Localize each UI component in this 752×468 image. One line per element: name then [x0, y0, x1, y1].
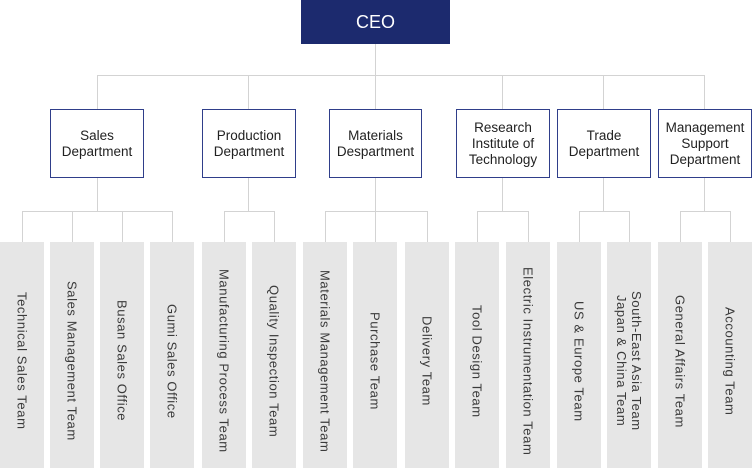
team-box-accounting: Accounting Team [708, 242, 752, 468]
dept-box-production: Production Department [202, 109, 296, 178]
dept-label-production: Production Department [213, 127, 285, 159]
team-box-asia-japan-china: South-East Asia Team Japan & China Team [607, 242, 651, 468]
team-label-electric-instrumentation: Electric Instrumentation Team [520, 266, 536, 456]
team-box-materials-management: Materials Management Team [303, 242, 347, 468]
team-label-delivery: Delivery Team [419, 316, 435, 406]
team-box-busan-sales: Busan Sales Office [100, 242, 144, 468]
team-label-sales-management: Sales Management Team [64, 281, 80, 441]
team-label-accounting: Accounting Team [722, 306, 738, 416]
ceo-label: CEO [355, 11, 395, 32]
team-label-gumi-sales: Gumi Sales Office [164, 303, 180, 419]
team-label-asia-japan-china: South-East Asia Team Japan & China Team [614, 291, 644, 431]
team-label-purchase: Purchase Team [367, 312, 383, 410]
team-box-tool-design: Tool Design Team [455, 242, 499, 468]
dept-box-sales: Sales Department [50, 109, 144, 178]
team-label-manufacturing-process: Manufacturing Process Team [216, 269, 232, 453]
team-label-tool-design: Tool Design Team [469, 304, 485, 418]
dept-label-management: Management Support Department [665, 119, 745, 167]
dept-label-materials: Materials Despartment [336, 127, 415, 159]
team-label-quality-inspection: Quality Inspection Team [266, 284, 282, 438]
ceo-box: CEO [301, 0, 450, 44]
team-label-materials-management: Materials Management Team [317, 269, 333, 453]
dept-label-research: Research Institute of Technology [468, 119, 538, 167]
dept-box-research: Research Institute of Technology [456, 109, 550, 178]
team-label-us-europe: US & Europe Team [571, 300, 587, 422]
team-box-general-affairs: General Affairs Team [658, 242, 702, 468]
dept-label-sales: Sales Department [61, 127, 133, 159]
team-box-electric-instrumentation: Electric Instrumentation Team [506, 242, 550, 468]
dept-box-management: Management Support Department [658, 109, 752, 178]
team-box-gumi-sales: Gumi Sales Office [150, 242, 194, 468]
team-label-general-affairs: General Affairs Team [672, 294, 688, 428]
team-box-delivery: Delivery Team [405, 242, 449, 468]
dept-box-materials: Materials Despartment [329, 109, 422, 178]
team-box-us-europe: US & Europe Team [557, 242, 601, 468]
team-box-purchase: Purchase Team [353, 242, 397, 468]
team-box-sales-management: Sales Management Team [50, 242, 94, 468]
dept-box-trade: Trade Department [557, 109, 651, 178]
team-label-technical-sales: Technical Sales Team [14, 292, 30, 430]
team-box-quality-inspection: Quality Inspection Team [252, 242, 296, 468]
team-box-technical-sales: Technical Sales Team [0, 242, 44, 468]
dept-label-trade: Trade Department [568, 127, 640, 159]
team-label-busan-sales: Busan Sales Office [114, 300, 130, 422]
team-box-manufacturing-process: Manufacturing Process Team [202, 242, 246, 468]
